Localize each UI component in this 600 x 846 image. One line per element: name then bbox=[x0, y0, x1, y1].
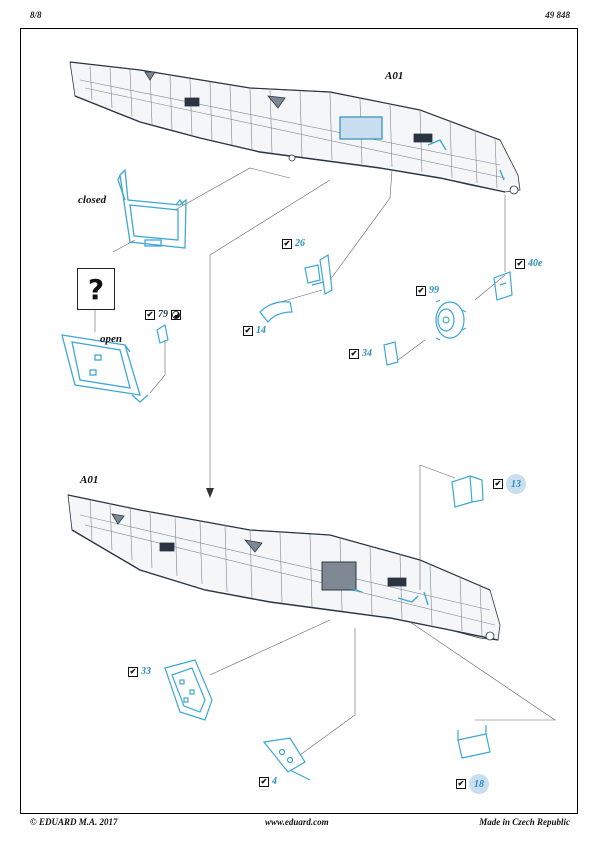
check-icon: ✔ bbox=[349, 348, 359, 359]
part-34-shape bbox=[383, 341, 399, 366]
yin-yang-icon bbox=[171, 309, 181, 320]
check-icon: ✔ bbox=[259, 776, 269, 787]
part-18-shape bbox=[457, 725, 491, 759]
page-number: 8/8 bbox=[30, 10, 42, 20]
closed-label: closed bbox=[78, 194, 107, 206]
part-4-shape bbox=[262, 737, 311, 781]
part-99-gear bbox=[435, 299, 467, 341]
bottom-fuselage-half bbox=[67, 494, 501, 641]
callout-79: ✔ 79 bbox=[145, 309, 181, 320]
open-label: open bbox=[100, 333, 122, 345]
footer-copyright: © EDUARD M.A. 2017 bbox=[30, 817, 118, 827]
callout-4: ✔ 4 bbox=[259, 776, 277, 787]
check-icon: ✔ bbox=[145, 309, 155, 320]
callout-40e: ✔ 40e bbox=[515, 258, 542, 269]
part-number: 26 bbox=[295, 238, 305, 249]
part-number: 14 bbox=[256, 325, 266, 336]
part-33-shape bbox=[164, 659, 213, 721]
part-number: 33 bbox=[141, 666, 151, 677]
check-icon: ✔ bbox=[456, 779, 466, 789]
part-40e-shape bbox=[493, 271, 513, 301]
product-code: 49 848 bbox=[545, 10, 570, 20]
top-fuselage-half bbox=[69, 61, 521, 195]
page-frame bbox=[20, 28, 578, 814]
open-frame-part bbox=[61, 334, 149, 403]
callout-13: ✔ 13 bbox=[493, 474, 526, 494]
check-icon: ✔ bbox=[243, 325, 253, 336]
part-number: 18 bbox=[469, 774, 489, 794]
callout-18: ✔ 18 bbox=[456, 774, 489, 794]
section-label-bottom: A01 bbox=[80, 474, 99, 486]
check-icon: ✔ bbox=[493, 479, 503, 489]
part-number: 40e bbox=[528, 258, 543, 269]
part-number: 34 bbox=[362, 348, 372, 359]
check-icon: ✔ bbox=[282, 238, 292, 249]
bottom-fuselage-blue-detail bbox=[349, 587, 429, 606]
part-26-shape bbox=[304, 253, 333, 295]
part-14-shape bbox=[259, 301, 293, 323]
callout-34: ✔ 34 bbox=[349, 348, 372, 359]
check-icon: ✔ bbox=[416, 285, 426, 296]
part-13-shape bbox=[451, 475, 484, 508]
footer-website[interactable]: www.eduard.com bbox=[265, 817, 329, 827]
part-number: 79 bbox=[158, 309, 168, 320]
footer-origin: Made in Czech Republic bbox=[479, 817, 570, 827]
section-label-top: A01 bbox=[385, 70, 404, 82]
check-icon: ✔ bbox=[515, 258, 525, 269]
callout-26: ✔ 26 bbox=[282, 238, 305, 249]
bottom-leader-lines bbox=[209, 464, 556, 756]
callout-99: ✔ 99 bbox=[416, 285, 439, 296]
top-leader-lines bbox=[94, 167, 506, 490]
part-number: 13 bbox=[506, 474, 526, 494]
callout-33: ✔ 33 bbox=[128, 666, 151, 677]
question-mark-box: ? bbox=[77, 268, 115, 310]
check-icon: ✔ bbox=[128, 666, 138, 677]
part-number: 4 bbox=[272, 776, 277, 787]
closed-frame-part bbox=[117, 168, 187, 249]
part-79-shape bbox=[156, 324, 169, 344]
part-number: 99 bbox=[429, 285, 439, 296]
callout-14: ✔ 14 bbox=[243, 325, 266, 336]
top-fuselage-blue-detail bbox=[427, 139, 505, 181]
